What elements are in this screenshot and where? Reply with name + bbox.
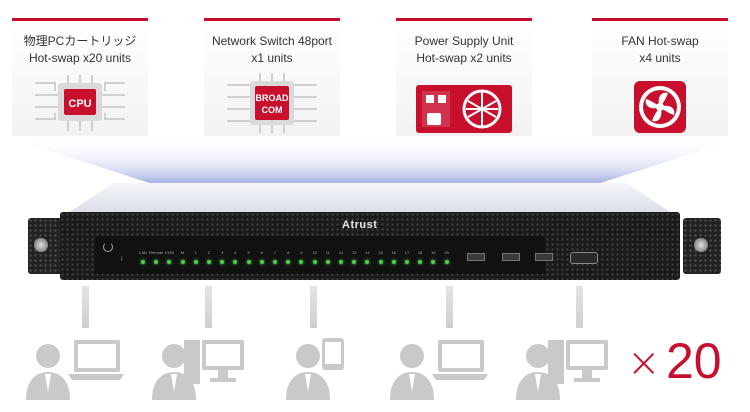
status-led (259, 260, 264, 264)
user-laptop-icon (26, 340, 124, 400)
multiplier-count: 20 (666, 333, 722, 389)
chip-label-bottom: COM (262, 105, 283, 115)
card-subtitle: x1 units (251, 51, 293, 65)
power-label: I (121, 257, 123, 263)
card-title: Power Supply Unit (414, 34, 514, 48)
port-label: 1 (194, 250, 197, 255)
fan-icon (634, 81, 686, 133)
status-led (418, 260, 423, 264)
card-pc-cartridge: 物理PCカートリッジ Hot-swap x20 units CPU (12, 18, 148, 136)
port-label: LAN (139, 250, 147, 255)
brand-logo: Atrust (342, 219, 378, 231)
server-top-surface (65, 183, 675, 215)
port-label: M (180, 250, 185, 255)
card-title: 物理PCカートリッジ (23, 34, 137, 48)
power-supply-icon (416, 85, 512, 133)
user-desktop-icon (152, 340, 244, 400)
port-label: 11 (325, 250, 330, 255)
status-led (339, 260, 343, 264)
user-desktop-icon (516, 340, 608, 400)
card-title: FAN Hot-swap (621, 34, 699, 48)
port-label: 3 (221, 250, 224, 255)
port-label: 17 (404, 250, 410, 255)
power-button-icon[interactable] (103, 242, 113, 252)
user-tablet-icon (286, 338, 344, 400)
rack-bracket-right (683, 218, 721, 274)
cpu-chip-label: CPU (68, 98, 91, 110)
port-label: 13 (351, 250, 357, 255)
card-subtitle: Hot-swap x2 units (416, 51, 512, 65)
port-label: 16 (391, 250, 397, 255)
card-subtitle: Hot-swap x20 units (28, 51, 132, 65)
status-led (352, 260, 357, 264)
card-power-supply: Power Supply Unit Hot-swap x2 units (396, 18, 532, 136)
status-led (431, 260, 436, 264)
status-led (207, 260, 211, 264)
connection-stem (205, 286, 212, 328)
port-label: 20 (444, 250, 449, 255)
status-led (286, 260, 291, 264)
status-led (246, 260, 251, 264)
status-led (444, 260, 449, 264)
port-label: KVM (165, 250, 174, 255)
port-label: 9 (300, 250, 303, 255)
status-led (391, 260, 396, 264)
connection-stem (310, 286, 317, 328)
port-label: 7 (273, 250, 277, 255)
status-led (325, 260, 330, 264)
card-title: Network Switch 48port (211, 34, 333, 48)
card-fan: FAN Hot-swap x4 units (592, 18, 728, 136)
connection-stem (82, 286, 89, 328)
thumb-screw-icon[interactable] (34, 238, 48, 252)
status-led (233, 260, 238, 264)
status-led (273, 260, 277, 264)
status-led (299, 260, 304, 264)
port-label: 10 (312, 250, 317, 255)
status-led (312, 260, 317, 264)
connection-stem (576, 286, 583, 328)
thumb-screw-icon[interactable] (694, 238, 708, 252)
port-label: 8 (287, 250, 290, 255)
usb-port[interactable] (502, 253, 520, 261)
port-label: 4 (234, 250, 237, 255)
port-label: 14 (365, 250, 370, 255)
status-led (193, 260, 198, 264)
port-label: 5 (247, 250, 250, 255)
chip-label-top: BROAD (256, 93, 289, 103)
status-led (378, 260, 383, 264)
usb-port[interactable] (535, 253, 553, 261)
port-label: 6 (260, 250, 263, 255)
connection-stem (446, 286, 453, 328)
port-label: Remote (149, 250, 164, 255)
status-led (180, 260, 185, 264)
port-label: 19 (431, 250, 436, 255)
user-laptop-icon (390, 340, 488, 400)
multiplier-symbol: × (627, 340, 661, 386)
port-label: 12 (338, 250, 344, 255)
cpu-icon: CPU (35, 75, 125, 131)
port-label: 18 (417, 250, 423, 255)
status-led (220, 260, 225, 264)
status-led (154, 260, 159, 264)
port-label: 15 (378, 250, 383, 255)
vga-port[interactable] (570, 252, 598, 264)
broadcom-chip-icon: BROAD COM (227, 73, 317, 133)
port-label: 2 (207, 250, 211, 255)
status-led (405, 260, 409, 264)
usb-port[interactable] (467, 253, 485, 261)
status-led (167, 260, 172, 264)
card-subtitle: x4 units (639, 51, 681, 65)
card-network-switch: Network Switch 48port x1 units BROAD COM (204, 18, 340, 136)
status-led (141, 260, 145, 264)
status-led (365, 260, 370, 264)
